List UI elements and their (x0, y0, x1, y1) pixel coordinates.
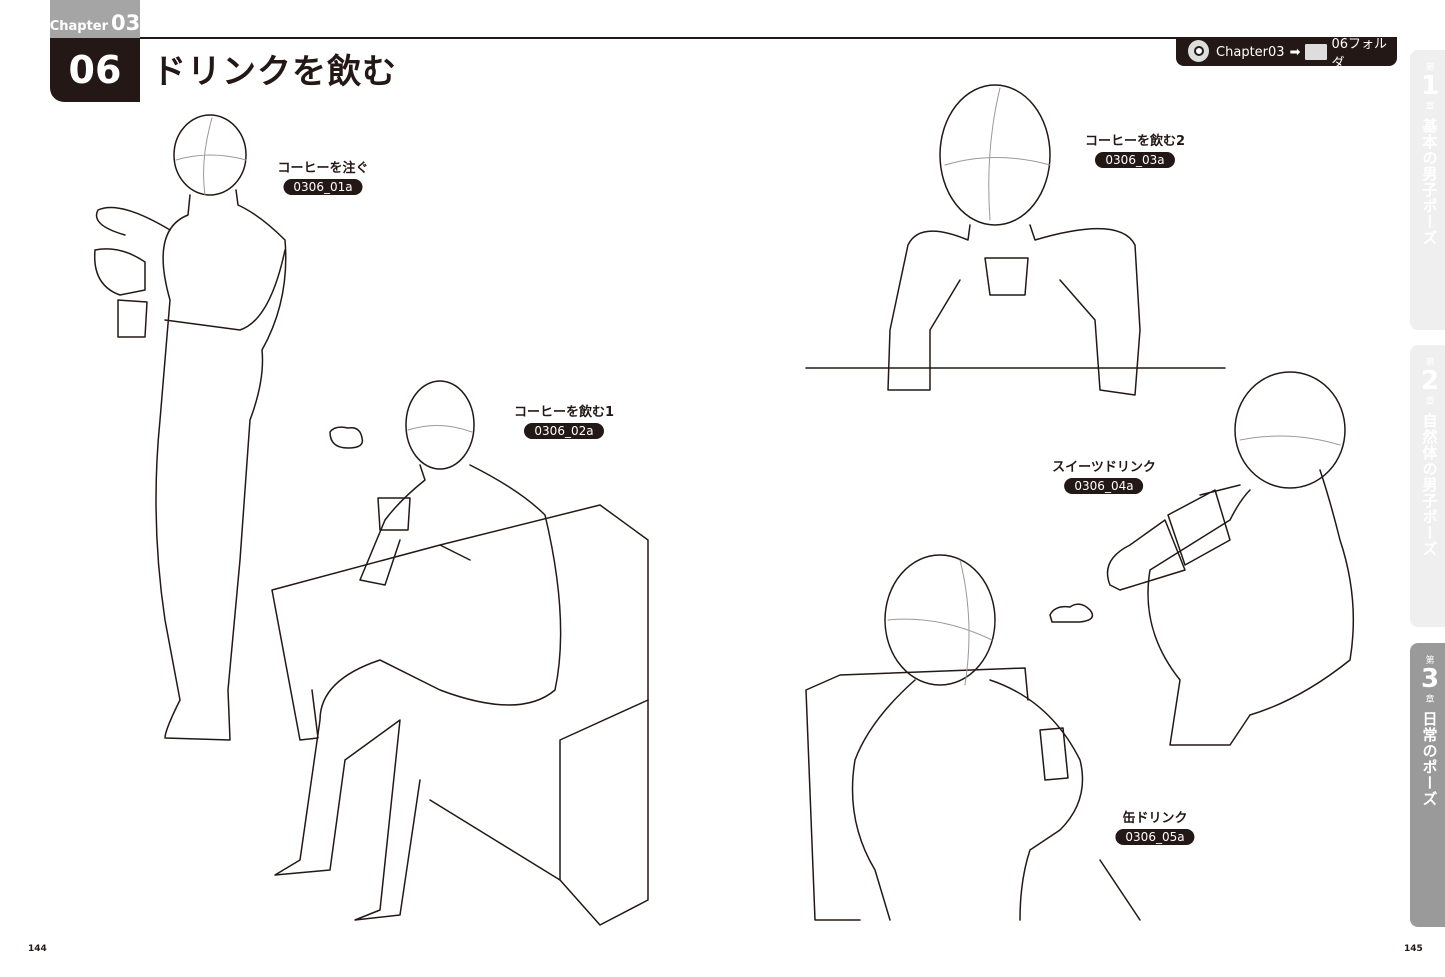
side-tab-chapter-2[interactable]: 第 2 章 自然体の男子ポーズ (1410, 345, 1445, 627)
pose-label-0306-02a: コーヒーを飲む1 0306_02a (514, 401, 614, 439)
pose-label-0306-03a: コーヒーを飲む2 0306_03a (1085, 130, 1185, 168)
tab-dai: 第 (1425, 656, 1435, 666)
section-number: 06 (50, 38, 140, 102)
pose-label-0306-01a: コーヒーを注ぐ 0306_01a (277, 157, 369, 195)
tab-number: 1 (1420, 71, 1440, 101)
tab-text: 基本の男子ポーズ (1420, 118, 1439, 246)
pose-code-badge: 0306_04a (1064, 478, 1144, 494)
tab-dai: 第 (1425, 63, 1435, 73)
chapter-word: Chapter (49, 19, 109, 34)
tab-text: 自然体の男子ポーズ (1420, 413, 1439, 557)
pose-code-badge: 0306_03a (1095, 152, 1175, 168)
pose-code-badge: 0306_01a (283, 179, 363, 195)
pose-caption: スイーツドリンク (1052, 460, 1156, 475)
pose-caption: 缶ドリンク (1122, 811, 1188, 826)
tab-text: 日常のポーズ (1420, 711, 1439, 807)
pose-caption: コーヒーを飲む2 (1084, 134, 1186, 149)
chapter-tab: Chapter 03 (50, 0, 140, 38)
chapter-number: 03 (111, 11, 141, 35)
disc-label: Chapter03 (1216, 44, 1285, 60)
disc-icon (1186, 38, 1212, 64)
tab-sho: 章 (1425, 695, 1435, 705)
figure-pouring-coffee (93, 114, 287, 741)
figure-can-drink (805, 554, 1141, 921)
arrow-icon: ➡ (1289, 44, 1301, 60)
pose-caption: コーヒーを注ぐ (277, 161, 369, 176)
tab-sho: 章 (1425, 397, 1435, 407)
side-tab-chapter-1[interactable]: 第 1 章 基本の男子ポーズ (1410, 50, 1445, 330)
figure-drinking-at-table (805, 84, 1226, 396)
folder-label: 06フォルダ (1331, 37, 1388, 71)
pose-label-0306-05a: 缶ドリンク 0306_05a (1115, 807, 1195, 845)
header-rule (140, 37, 1397, 39)
folder-path-bar: Chapter03 ➡ 06フォルダ (1176, 37, 1397, 71)
tab-sho: 章 (1425, 102, 1435, 112)
page-number-left: 144 (28, 944, 47, 954)
pose-caption: コーヒーを飲む1 (513, 405, 615, 420)
pose-code-badge: 0306_05a (1115, 829, 1195, 845)
figure-drinking-coffee-sofa (271, 380, 649, 926)
page-number-right: 145 (1404, 944, 1423, 954)
page-title: ドリンクを飲む (152, 52, 397, 92)
tab-number: 2 (1420, 366, 1440, 396)
tab-number: 3 (1420, 664, 1440, 694)
pose-label-0306-04a: スイーツドリンク 0306_04a (1052, 456, 1156, 494)
side-tab-chapter-3[interactable]: 第 3 章 日常のポーズ (1410, 643, 1445, 927)
folder-icon (1305, 44, 1327, 60)
pose-code-badge: 0306_02a (524, 423, 604, 439)
tab-dai: 第 (1425, 358, 1435, 368)
figure-sweets-drink (1049, 371, 1355, 746)
